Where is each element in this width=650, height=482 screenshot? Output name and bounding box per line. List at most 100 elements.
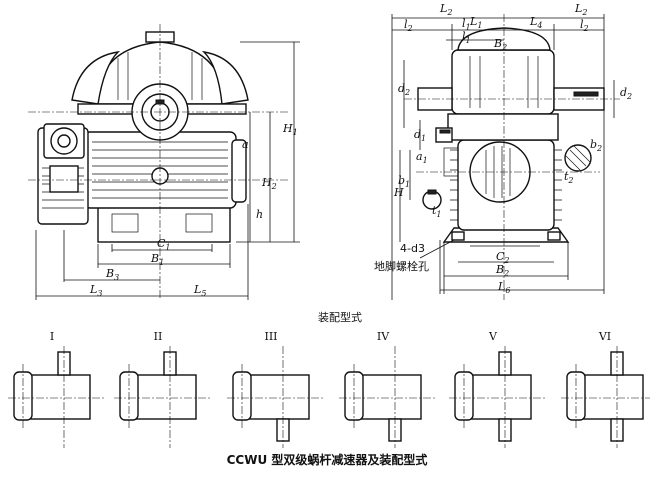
front-label-1-subscript: 1 [165, 243, 170, 252]
side-label-18-main: b [398, 174, 405, 187]
side-label-17: a1 [416, 150, 428, 165]
input-key-notch [427, 189, 437, 195]
side-label-19: t1 [432, 204, 442, 219]
front-label-8-main: a [242, 138, 249, 151]
front-label-3-main: B [105, 267, 114, 280]
side-label-16: d1 [414, 128, 426, 143]
side-label-18: b1 [398, 174, 410, 189]
front-label-5-main: L [193, 283, 201, 296]
assembly-type-4: IV [339, 330, 435, 448]
side-label-3: L4 [529, 15, 542, 30]
assembly-type-label: V [488, 330, 498, 343]
front-label-3-subscript: 3 [114, 273, 119, 282]
cover-wing-right [201, 50, 249, 105]
front-label-7-main: H [261, 176, 272, 189]
side-view [404, 14, 620, 300]
front-label-7-subscript: 2 [271, 182, 277, 191]
front-label-6-subscript: 1 [293, 128, 298, 137]
side-label-10-subscript: 2 [503, 256, 509, 265]
front-label-2: B1 [150, 252, 164, 267]
front-label-4-main: L [89, 283, 97, 296]
side-label-9-subscript: 2 [501, 43, 507, 52]
side-label-19-subscript: 1 [436, 210, 441, 219]
side-label-17-subscript: 1 [423, 156, 428, 165]
section-hatch [565, 145, 591, 171]
gearbox-outline [464, 374, 532, 420]
side-dimensions [391, 14, 615, 300]
side-upper-box [451, 49, 555, 115]
side-label-11-main: B [495, 263, 504, 276]
assembly-type-6: VI [561, 330, 650, 448]
assembly-type-label: VI [598, 330, 611, 343]
side-label-9: B2 [493, 37, 507, 52]
input-shaft-stub [443, 147, 459, 177]
front-label-3: B3 [105, 267, 119, 282]
right-end-cap [231, 139, 247, 203]
side-label-3-main: L [529, 15, 537, 28]
side-label-3-subscript: 4 [536, 21, 542, 30]
side-label-2-main: L [469, 15, 477, 28]
side-label-10: C2 [496, 250, 510, 265]
side-upper-ribs [469, 56, 539, 108]
front-label-1: C1 [157, 237, 171, 252]
cover-ribs [117, 52, 203, 100]
input-keyway [439, 129, 451, 134]
side-label-7-subscript: 1 [466, 36, 471, 45]
side-label-4: L2 [574, 2, 587, 17]
front-label-8: a [242, 138, 249, 151]
assembly-type-5: V [449, 330, 545, 448]
side-label-15-subscript: 2 [626, 92, 632, 101]
side-label-4-subscript: 2 [581, 8, 587, 17]
assembly-type-3: III [227, 330, 323, 448]
side-label-21-main: t [564, 170, 569, 183]
front-label-2-main: B [150, 252, 159, 265]
output-keyway [573, 91, 599, 97]
side-label-5: l2 [404, 18, 413, 33]
side-label-7-main: l [462, 30, 466, 43]
cover-wing-left [71, 50, 121, 105]
gearbox-outline [242, 374, 310, 420]
side-label-1-subscript: 2 [446, 8, 452, 17]
side-label-15-main: d [620, 86, 627, 99]
front-label-9: h [256, 208, 263, 221]
side-label-8: l2 [580, 18, 589, 33]
side-label-7: l1 [462, 30, 471, 45]
side-label-8-subscript: 2 [583, 24, 589, 33]
side-label-6: l1 [462, 17, 471, 32]
base-pocket-right [185, 213, 213, 233]
bolt-spec: 4-d3 [400, 242, 425, 255]
side-label-8-main: l [580, 18, 584, 31]
gearbox-outline [354, 374, 422, 420]
side-label-12-main: L [497, 280, 505, 293]
side-label-21: t2 [564, 170, 574, 185]
side-label-11: B2 [495, 263, 509, 278]
front-label-4: L3 [89, 283, 102, 298]
front-label-4-subscript: 3 [97, 289, 102, 298]
gearbox-outline [23, 374, 91, 420]
gearbox-outline [129, 374, 197, 420]
side-label-16-subscript: 1 [421, 134, 426, 143]
side-label-14-main: d [398, 82, 405, 95]
front-dimensions [35, 41, 300, 300]
front-label-5: L5 [193, 283, 206, 298]
front-label-2-subscript: 1 [159, 258, 164, 267]
front-label-6-main: H [282, 122, 293, 135]
side-label-15: d2 [620, 86, 632, 101]
side-label-17-main: a [416, 150, 423, 163]
front-label-1-main: C [157, 237, 166, 250]
side-label-13-main: H [393, 186, 404, 199]
side-label-6-subscript: 1 [466, 23, 471, 32]
side-label-1-main: L [439, 2, 447, 15]
assembly-type-label: II [154, 330, 163, 343]
side-label-20: b2 [590, 138, 602, 153]
side-label-13: H [393, 186, 404, 199]
front-view [28, 24, 290, 300]
side-label-18-subscript: 1 [405, 180, 410, 189]
side-label-1: L2 [439, 2, 452, 17]
side-label-12-subscript: 6 [505, 286, 510, 295]
base-pocket-left [111, 213, 139, 233]
foundation-bolt-label: 地脚螺栓孔 [374, 259, 429, 273]
